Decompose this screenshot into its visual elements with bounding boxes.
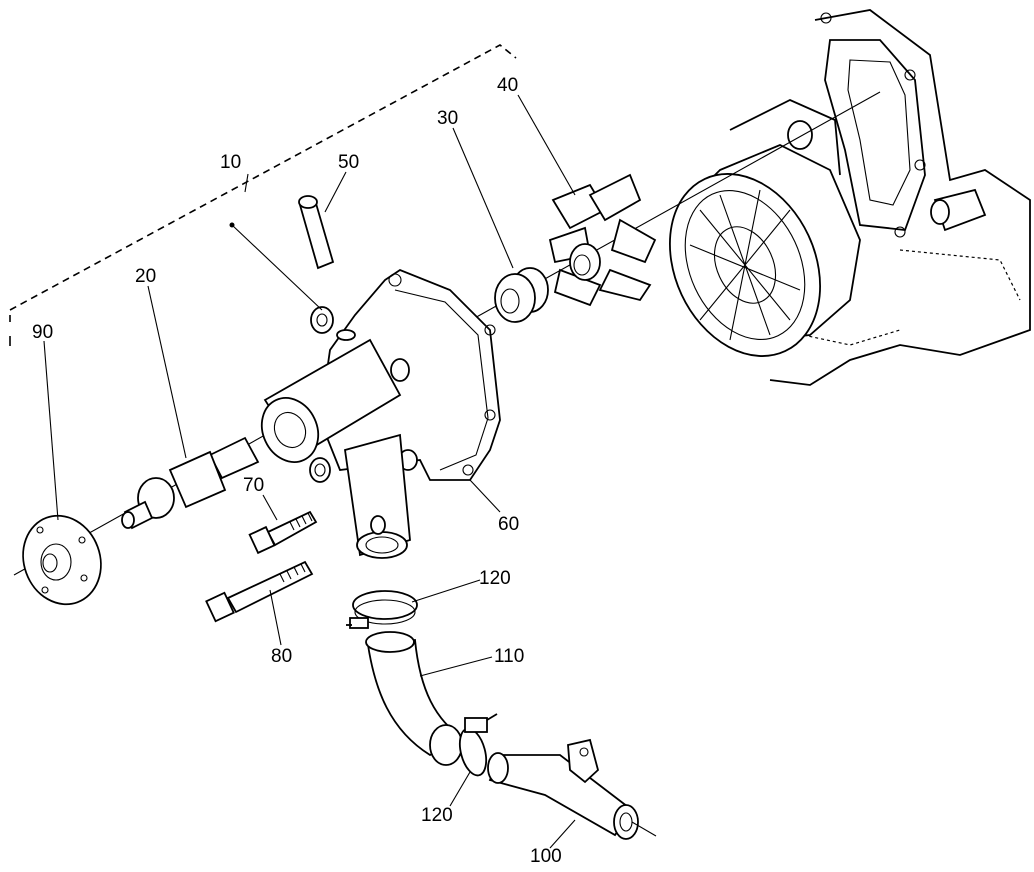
leader-lines [43,94,576,849]
callout-40: 40 [497,75,518,96]
callout-120-upper: 120 [479,568,511,589]
hose-clamp-upper [346,590,418,629]
hose [365,631,467,766]
water-pipe [487,738,657,840]
impeller [548,173,657,307]
callout-100: 100 [530,846,562,867]
engine-block [729,9,1031,386]
short-bolt [248,510,318,555]
callout-20: 20 [135,266,156,287]
callout-80: 80 [271,646,292,667]
pump-body [260,268,501,559]
assembly-bracket [9,44,517,346]
callout-110: 110 [494,646,524,667]
callout-50: 50 [338,152,359,173]
fan-pulley-flange [22,514,102,606]
pump-shaft-bearing [121,436,260,530]
pipe-fitting [298,195,356,341]
pump-cover [669,144,861,357]
callout-30: 30 [437,108,458,129]
long-bolt [205,560,314,623]
callout-90: 90 [32,322,53,343]
hose-clamp-lower [458,713,498,777]
callout-10: 10 [220,152,241,173]
callout-labels: 10 20 30 40 50 60 70 80 90 100 110 120 1… [32,75,562,867]
callout-60: 60 [498,514,519,535]
callout-120-lower: 120 [421,805,453,826]
callout-70: 70 [243,475,264,496]
mechanical-seal [494,267,549,323]
